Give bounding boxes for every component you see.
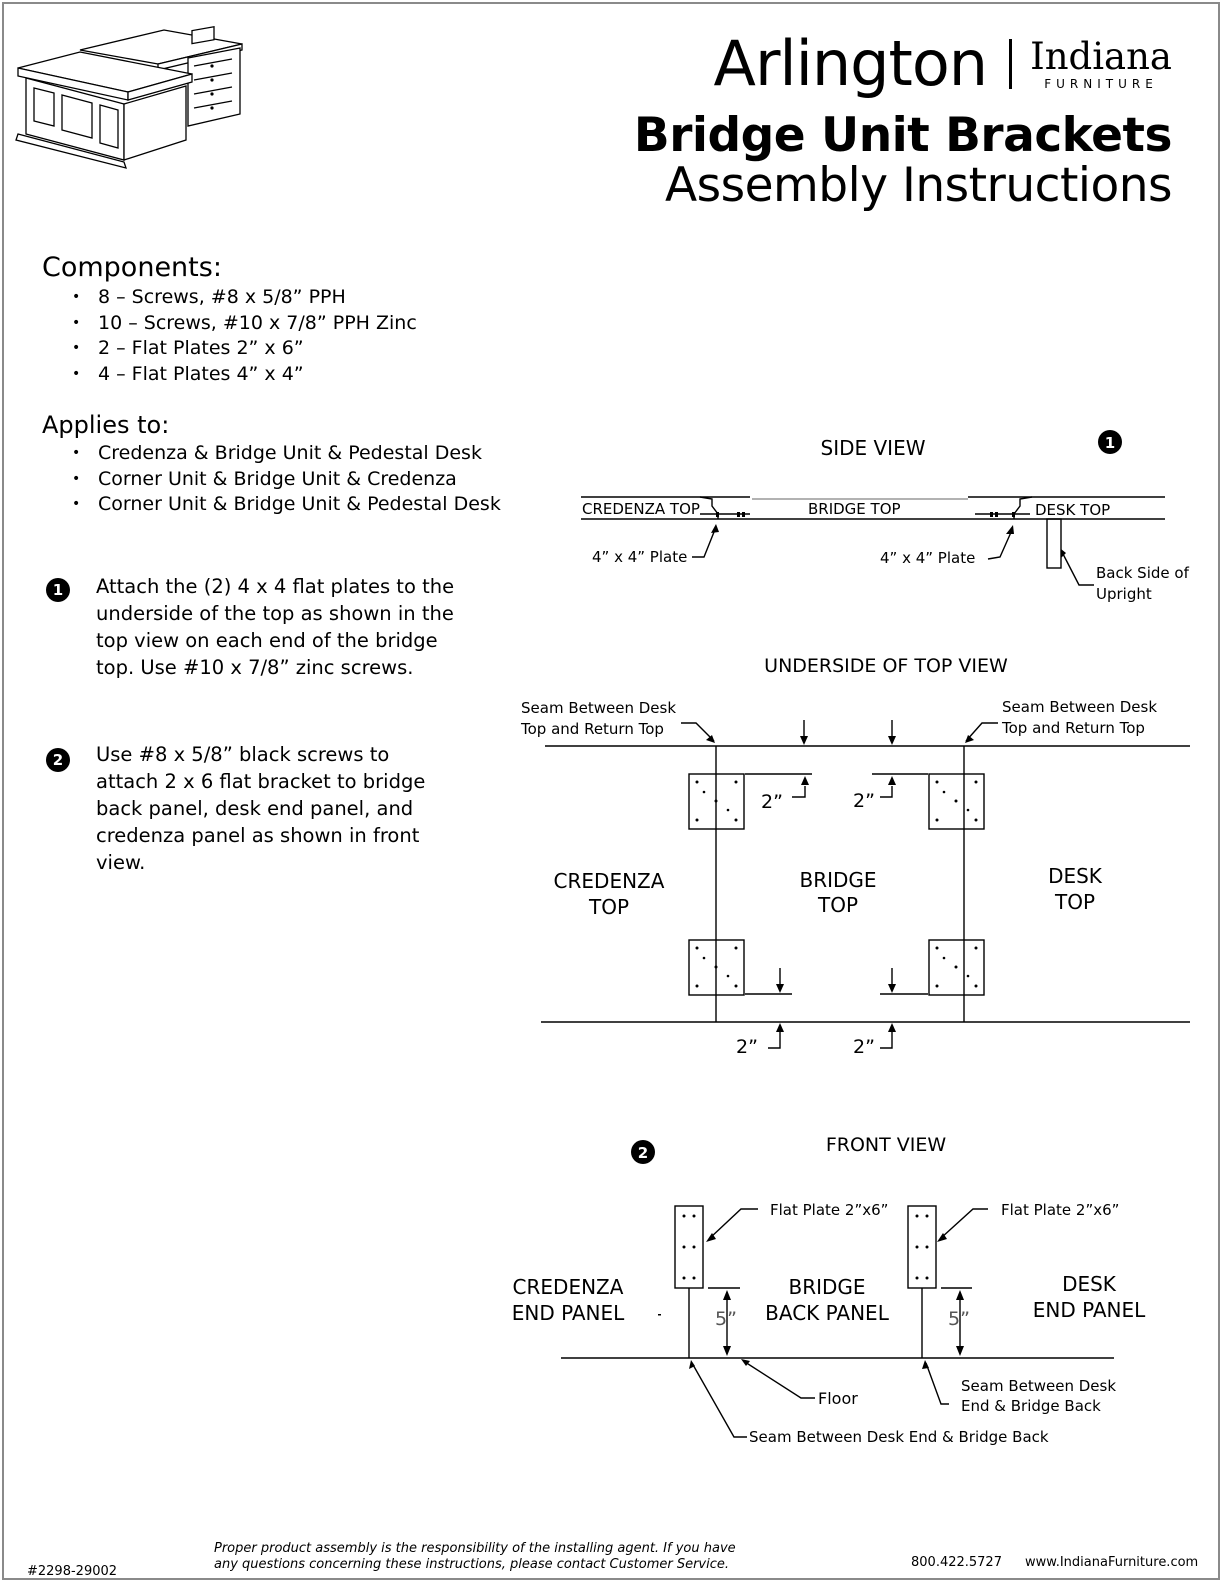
disclaimer-line1: Proper product assembly is the responsib… — [214, 1541, 736, 1556]
underside-seam-right-line1: Seam Between Desk — [1002, 698, 1157, 716]
underside-view-title: UNDERSIDE OF TOP VIEW — [764, 655, 1008, 677]
front-desk-label-line2: END PANEL — [1033, 1298, 1146, 1322]
side-view-title: SIDE VIEW — [821, 436, 926, 460]
back-side-label-line1: Back Side of — [1096, 564, 1190, 582]
step-number-1: 1 — [46, 578, 70, 602]
logo-subtitle: FURNITURE — [1044, 76, 1158, 91]
components-heading: Components: — [42, 252, 222, 283]
phone-number: 800.422.5727 — [911, 1555, 1002, 1570]
website-link[interactable]: www.IndianaFurniture.com — [1025, 1555, 1199, 1570]
component-item: 10 – Screws, #10 x 7/8” PPH Zinc — [42, 311, 482, 337]
front-seam-right-line2: End & Bridge Back — [961, 1397, 1101, 1415]
applies-heading: Applies to: — [42, 411, 170, 439]
brand-divider — [1009, 39, 1013, 89]
component-item: 8 – Screws, #8 x 5/8” PPH — [42, 285, 482, 311]
front-bridge-label-line1: BRIDGE — [788, 1275, 865, 1299]
brand-header: Arlington Indiana FURNITURE — [714, 28, 1172, 100]
flat-plate-right-label: Flat Plate 2”x6” — [1001, 1201, 1119, 1219]
side-bridge-top-label: BRIDGE TOP — [808, 500, 901, 518]
applies-list: Credenza & Bridge Unit & Pedestal Desk C… — [42, 441, 522, 518]
side-plate-right-label: 4” x 4” Plate — [880, 549, 975, 567]
dimension-label: 2” — [853, 1036, 875, 1058]
side-desk-top-label: DESK TOP — [1035, 501, 1110, 519]
underside-view: UNDERSIDE OF TOP VIEW — [520, 655, 1190, 1058]
dimension-label: 2” — [853, 790, 875, 812]
applies-item: Corner Unit & Bridge Unit & Pedestal Des… — [42, 492, 522, 518]
product-line-name: Arlington — [713, 27, 989, 100]
step-badge-1 — [1098, 430, 1122, 454]
company-logo: Indiana FURNITURE — [1030, 38, 1172, 91]
front-desk-label-line1: DESK — [1062, 1272, 1117, 1296]
flat-plate-left-label: Flat Plate 2”x6” — [770, 1201, 888, 1219]
document-title: Bridge Unit Brackets — [633, 108, 1173, 163]
underside-desk-label-line2: TOP — [1054, 890, 1095, 914]
front-bridge-label-line2: BACK PANEL — [765, 1301, 890, 1325]
front-seam-right-line1: Seam Between Desk — [961, 1377, 1116, 1395]
component-item: 4 – Flat Plates 4” x 4” — [42, 362, 482, 388]
step-1-text: Attach the (2) 4 x 4 flat plates to the … — [96, 575, 455, 679]
underside-seam-left-line1: Seam Between Desk — [521, 699, 676, 717]
floor-label: Floor — [818, 1389, 858, 1408]
underside-bridge-label-line1: BRIDGE — [799, 868, 876, 892]
front-seam-bottom-label: Seam Between Desk End & Bridge Back — [749, 1428, 1049, 1446]
front-view: FRONT VIEW 2 — [512, 1134, 1146, 1446]
front-view-title: FRONT VIEW — [826, 1134, 947, 1156]
disclaimer-line2: any questions concerning these instructi… — [214, 1557, 730, 1572]
underside-bridge-label-line2: TOP — [817, 893, 858, 917]
side-view: SIDE VIEW 1 CREDENZA TOP BRIDGE TO — [581, 430, 1190, 603]
dimension-label: 2” — [736, 1036, 758, 1058]
assembly-disclaimer: Proper product assembly is the responsib… — [214, 1541, 774, 1573]
underside-desk-label-line1: DESK — [1048, 864, 1103, 888]
side-credenza-top-label: CREDENZA TOP — [582, 500, 700, 518]
step-2-text: Use #8 x 5/8” black screws to attach 2 x… — [96, 743, 426, 874]
document-subtitle: Assembly Instructions — [664, 158, 1173, 213]
part-number: #2298-29002 — [27, 1564, 118, 1579]
step-badge-2-number: 2 — [638, 1144, 648, 1162]
step-badge-1-number: 1 — [1105, 434, 1115, 452]
side-plate-left-label: 4” x 4” Plate — [592, 548, 687, 566]
front-credenza-label-line1: CREDENZA — [513, 1275, 624, 1299]
step-badge-2 — [631, 1140, 655, 1164]
plate-screw-holes — [695, 780, 978, 988]
back-side-label-line2: Upright — [1096, 585, 1152, 603]
step-number-2: 2 — [46, 748, 70, 772]
logo-word: Indiana — [1030, 34, 1172, 78]
desk-illustration — [15, 25, 243, 169]
components-list: 8 – Screws, #8 x 5/8” PPH 10 – Screws, #… — [42, 285, 482, 387]
applies-item: Credenza & Bridge Unit & Pedestal Desk — [42, 441, 522, 467]
applies-item: Corner Unit & Bridge Unit & Credenza — [42, 467, 522, 493]
dimension-label: 5” — [715, 1308, 737, 1330]
component-item: 2 – Flat Plates 2” x 6” — [42, 336, 482, 362]
underside-seam-left-line2: Top and Return Top — [520, 720, 664, 738]
dimension-label: 5” — [948, 1308, 970, 1330]
dimension-label: 2” — [761, 791, 783, 813]
underside-seam-right-line2: Top and Return Top — [1001, 719, 1145, 737]
underside-credenza-label-line1: CREDENZA — [554, 869, 665, 893]
underside-credenza-label-line2: TOP — [588, 895, 629, 919]
front-credenza-label-line2: END PANEL — [512, 1301, 625, 1325]
